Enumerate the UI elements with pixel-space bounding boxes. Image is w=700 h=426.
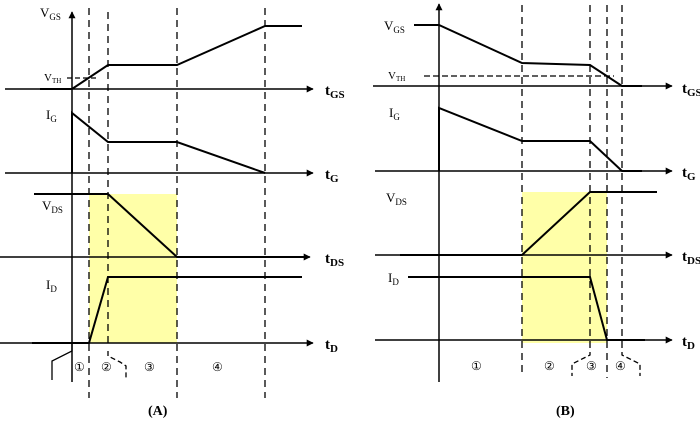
panel-a: VGS VTH IG VDS ID tGS tG tDS tD ① ② ③ ④ … <box>0 5 345 419</box>
panel-a-vds-waveform <box>34 193 305 258</box>
panel-a-phase-1: ① <box>74 360 85 374</box>
panel-a-phase-2: ② <box>101 360 112 374</box>
panel-b-highlight-region <box>522 192 607 343</box>
panel-b-vds-label: VDS <box>386 190 407 207</box>
panel-b-tds-axis-label: tDS <box>682 249 700 267</box>
panel-b-ig-waveform <box>438 106 642 172</box>
panel-b-phase-3-bracket <box>571 352 591 376</box>
panel-a-vds-label: VDS <box>42 198 63 215</box>
panel-a-tgs-axis-label: tGS <box>325 83 345 101</box>
panel-b-id-label: ID <box>388 270 399 287</box>
panel-a-vgs-waveform <box>40 25 302 90</box>
panel-b-tg-axis-label: tG <box>682 165 696 183</box>
panel-b-id-waveform <box>408 276 645 341</box>
panel-a-id-label: ID <box>46 277 57 294</box>
panel-a-id-waveform <box>32 276 302 344</box>
panel-a-phase-2-bracket <box>107 351 127 380</box>
panel-b-td-axis-label: tD <box>682 334 695 352</box>
panel-b-phase-1: ① <box>471 359 482 373</box>
panel-b-vds-waveform <box>400 191 657 256</box>
panel-b-ig-label: IG <box>389 105 400 122</box>
panel-b-phase-3: ③ <box>586 359 597 373</box>
panel-a-vgs-label: VGS <box>40 5 61 22</box>
panel-a-phase-1-bracket <box>51 343 73 380</box>
panel-b-caption: (B) <box>556 404 575 419</box>
panel-b-phase-2: ② <box>544 359 555 373</box>
panel-b-phase-4: ④ <box>615 359 626 373</box>
panel-a-td-axis-label: tD <box>325 337 338 355</box>
panel-a-tg-axis-label: tG <box>325 167 339 185</box>
panel-a-ig-label: IG <box>46 107 57 124</box>
panel-b: VGS VTH IG VDS ID tGS tG tDS tD ① ② ③ ④ … <box>373 3 700 419</box>
panel-a-vth-label: VTH <box>44 72 61 85</box>
panel-b-vgs-waveform <box>414 24 642 87</box>
panel-a-ig-waveform <box>71 110 266 174</box>
panel-a-highlight-region <box>89 194 177 343</box>
panel-a-caption: (A) <box>148 404 168 419</box>
panel-b-phase-4-bracket <box>621 352 641 376</box>
panel-b-tgs-axis-label: tGS <box>682 81 700 99</box>
panel-b-vgs-label: VGS <box>384 18 405 35</box>
panel-b-vth-label: VTH <box>388 70 405 83</box>
panel-a-tds-axis-label: tDS <box>325 251 344 269</box>
panel-a-phase-4: ④ <box>212 360 223 374</box>
panel-a-phase-3: ③ <box>144 360 155 374</box>
